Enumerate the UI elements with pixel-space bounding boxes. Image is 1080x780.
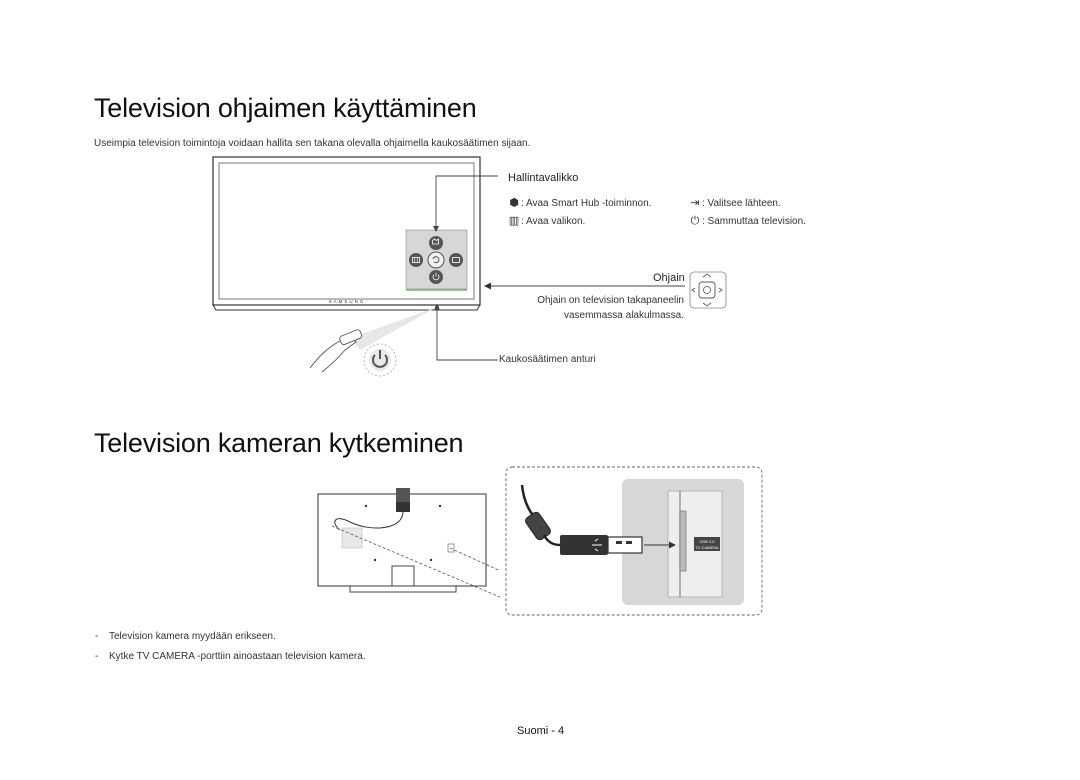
power-description: ⏻: Sammuttaa television. bbox=[688, 214, 806, 228]
page-footer: Suomi - 4 bbox=[517, 725, 565, 737]
power-button bbox=[429, 270, 443, 284]
smart-hub-description: ⬢: Avaa Smart Hub -toiminnon. bbox=[507, 196, 651, 209]
source-description: ⇥: Valitsee lähteen. bbox=[688, 196, 780, 209]
smart-hub-icon: ⬢ bbox=[509, 196, 519, 209]
ferrite-core bbox=[525, 511, 551, 541]
camera-icon bbox=[396, 488, 410, 502]
joystick-icon bbox=[689, 271, 727, 309]
menu-icon: ▥ bbox=[508, 214, 520, 227]
menu-button bbox=[409, 253, 423, 267]
intro-text: Useimpia television toimintoja voidaan h… bbox=[94, 138, 531, 149]
usb-port-zoom: USB 3.0 TV CAMERA bbox=[505, 466, 763, 616]
port-label-bottom: TV CAMERA bbox=[695, 545, 719, 550]
tv-brand-logo: SAMSUNG bbox=[329, 299, 366, 304]
usb-port bbox=[679, 510, 687, 572]
controller-description-line1: Ohjain on television takapaneelin bbox=[537, 295, 684, 306]
port-label-top: USB 3.0 bbox=[700, 539, 716, 544]
controller-label: Ohjain bbox=[653, 272, 685, 284]
tv-back-diagram bbox=[317, 488, 500, 598]
menu-description: ▥: Avaa valikon. bbox=[508, 214, 586, 227]
controller-description-line2: vasemmassa alakulmassa. bbox=[563, 310, 684, 321]
remote-sensor-label: Kaukosäätimen anturi bbox=[499, 354, 596, 365]
source-icon: ⇥ bbox=[690, 196, 700, 209]
return-button bbox=[427, 251, 445, 269]
usb-symbol-icon bbox=[592, 538, 602, 552]
smart-hub-button bbox=[429, 236, 443, 250]
leader-lines bbox=[433, 175, 685, 361]
power-icon: ⏻ bbox=[690, 214, 700, 227]
section-title-camera: Television kameran kytkeminen bbox=[94, 428, 464, 458]
source-button bbox=[449, 253, 463, 267]
bullet-item: -Kytke TV CAMERA -porttiin ainoastaan te… bbox=[95, 651, 366, 662]
control-menu-heading: Hallintavalikko bbox=[508, 172, 579, 184]
section-title: Television ohjaimen käyttäminen bbox=[94, 93, 477, 123]
bullet-item: -Television kamera myydään erikseen. bbox=[95, 631, 276, 642]
